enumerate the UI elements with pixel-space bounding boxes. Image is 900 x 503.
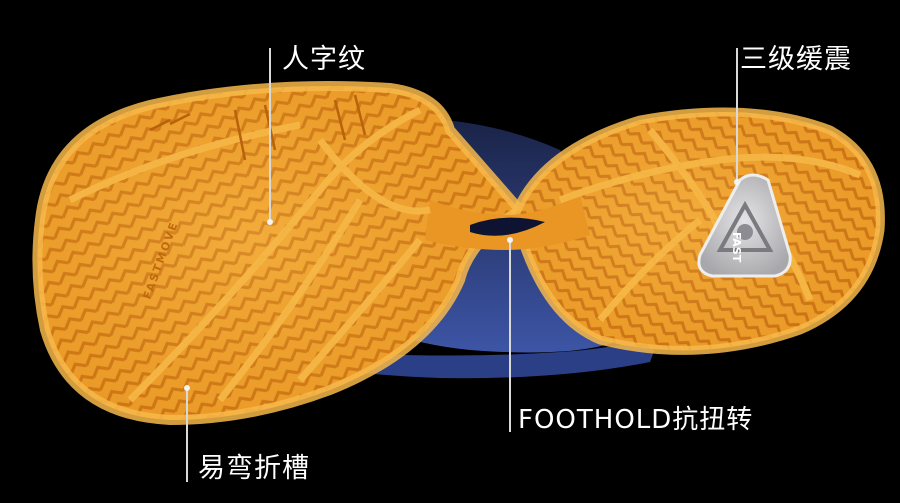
callout-foothold: FOOTHOLD抗扭转 <box>518 405 754 435</box>
flex-grooves <box>149 94 367 161</box>
callout-dots <box>184 179 740 391</box>
forefoot-ribs <box>68 106 431 403</box>
callout-herringbone: 人字纹 <box>282 44 366 75</box>
shoe-upper-edge <box>300 335 660 379</box>
heel-logo: FAST <box>730 232 743 263</box>
callout-lines <box>186 48 738 482</box>
callout-cushion: 三级缓震 <box>740 44 852 75</box>
callout-flex-grooves: 易弯折槽 <box>198 453 310 484</box>
foothold-window <box>470 217 545 236</box>
